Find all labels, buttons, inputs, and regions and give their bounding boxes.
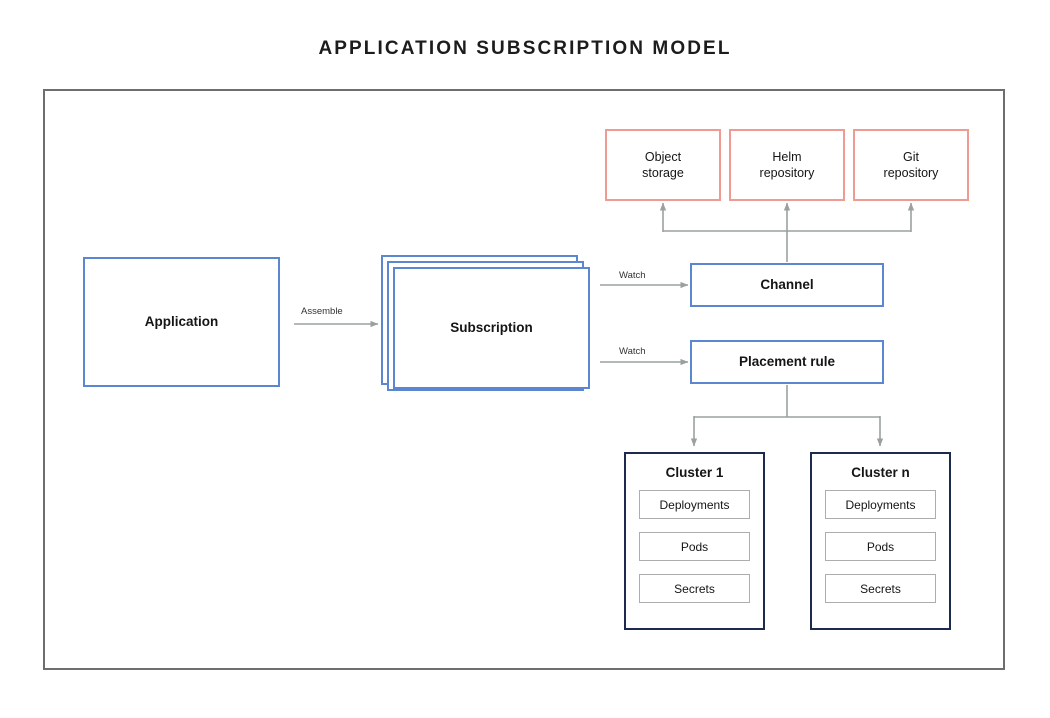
- cluster-1-item-deployments[interactable]: Deployments: [639, 490, 750, 519]
- node-cluster-1[interactable]: Cluster 1 Deployments Pods Secrets: [624, 452, 765, 630]
- object-storage-label-line2: storage: [642, 166, 684, 180]
- node-channel[interactable]: Channel: [690, 263, 884, 307]
- node-application[interactable]: Application: [83, 257, 280, 387]
- cluster-n-title: Cluster n: [851, 465, 910, 480]
- helm-repository-label-line2: repository: [759, 166, 815, 180]
- subscription-label: Subscription: [450, 320, 533, 336]
- helm-repository-label-line1: Helm: [772, 150, 802, 164]
- node-cluster-n[interactable]: Cluster n Deployments Pods Secrets: [810, 452, 951, 630]
- cluster-n-item-secrets[interactable]: Secrets: [825, 574, 936, 603]
- git-repository-label-line1: Git: [903, 150, 919, 164]
- node-git-repository[interactable]: Git repository: [853, 129, 969, 201]
- channel-label: Channel: [760, 277, 814, 293]
- node-object-storage[interactable]: Object storage: [605, 129, 721, 201]
- application-label: Application: [144, 314, 219, 330]
- placement-rule-label: Placement rule: [738, 354, 836, 370]
- cluster-1-item-secrets[interactable]: Secrets: [639, 574, 750, 603]
- edge-label-watch-placement: Watch: [619, 346, 646, 357]
- object-storage-label-line1: Object: [644, 150, 682, 164]
- cluster-1-title: Cluster 1: [665, 465, 724, 480]
- edge-label-watch-channel: Watch: [619, 270, 646, 281]
- cluster-n-item-deployments[interactable]: Deployments: [825, 490, 936, 519]
- page-title: APPLICATION SUBSCRIPTION MODEL: [318, 38, 732, 59]
- cluster-1-item-pods[interactable]: Pods: [639, 532, 750, 561]
- cluster-n-item-pods[interactable]: Pods: [825, 532, 936, 561]
- node-placement-rule[interactable]: Placement rule: [690, 340, 884, 384]
- node-subscription[interactable]: Subscription: [393, 267, 590, 389]
- git-repository-label-line2: repository: [883, 166, 939, 180]
- edge-label-assemble: Assemble: [301, 306, 343, 317]
- node-helm-repository[interactable]: Helm repository: [729, 129, 845, 201]
